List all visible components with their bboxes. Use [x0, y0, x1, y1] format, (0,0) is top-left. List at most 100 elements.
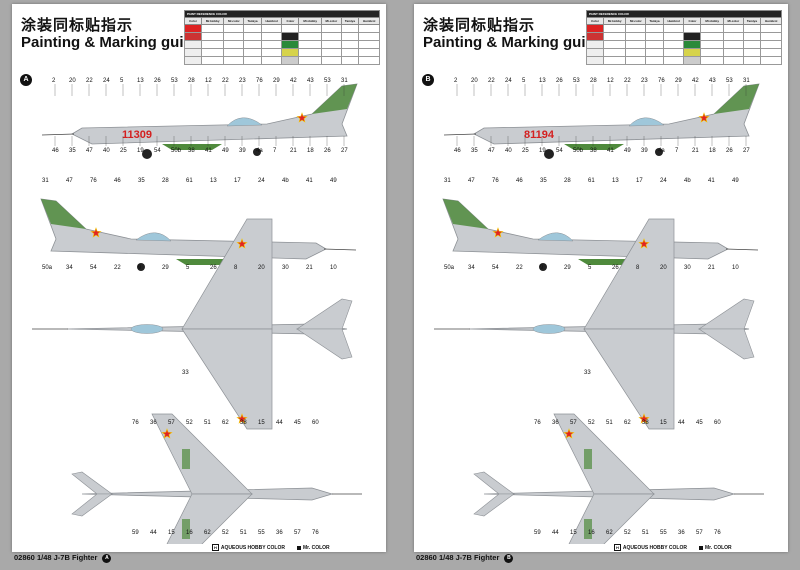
- callout-label: 22: [516, 265, 523, 271]
- table-cell: [358, 56, 380, 65]
- callout-label: 45: [294, 420, 301, 426]
- callout-label: 51: [240, 530, 247, 536]
- table-cell: [320, 56, 342, 65]
- callout-label: 76: [132, 420, 139, 426]
- top-stabilizer: [698, 298, 755, 330]
- table-row: [184, 40, 380, 49]
- legend-mr: Mr. COLOR: [302, 545, 330, 551]
- callout-label: 26: [154, 78, 161, 84]
- callout-label: 50b: [573, 148, 584, 154]
- callout-label: 41: [306, 178, 313, 184]
- tail-fin: [443, 199, 488, 229]
- footer-badge: A: [102, 553, 112, 563]
- side-profile: 11309: [41, 83, 358, 159]
- callout-label: 28: [564, 178, 571, 184]
- callout-label: 59: [132, 530, 139, 536]
- callout-label: 43: [709, 78, 716, 84]
- callout-label: 62: [624, 420, 631, 426]
- callout-label: 46: [114, 178, 121, 184]
- color-swatch: [281, 40, 300, 49]
- table-cell: [742, 32, 762, 41]
- color-swatch: [184, 24, 202, 33]
- callout-label: 20: [258, 265, 265, 271]
- table-header: Mr.color: [625, 17, 647, 25]
- table-cell: [243, 40, 262, 49]
- table-header: Mr.color: [223, 17, 245, 25]
- table-cell: [602, 32, 627, 41]
- callout-label: 21: [290, 148, 297, 154]
- callout-label: 19: [137, 148, 144, 154]
- pitot-probe: [725, 248, 759, 251]
- table-cell: [358, 40, 380, 49]
- callout-label: 76: [658, 78, 665, 84]
- callout-label: 5: [186, 265, 190, 271]
- callout-label: 30: [282, 265, 289, 271]
- star-insignia: [296, 112, 308, 123]
- callout-label: 5: [120, 78, 124, 84]
- callout-label: 60: [714, 420, 721, 426]
- table-cell: [625, 56, 647, 65]
- callout-label: 57: [168, 420, 175, 426]
- callout-label: 36: [678, 530, 685, 536]
- table-cell: [722, 56, 744, 65]
- table-cell: [243, 48, 262, 57]
- callout-label: 34: [468, 265, 475, 271]
- table-row: [184, 32, 380, 41]
- legend-aqueous: AQUEOUS HOBBY COLOR: [622, 545, 687, 551]
- callout-label: 25: [120, 148, 127, 154]
- callout-label: 29: [273, 78, 280, 84]
- callout-label: 42: [692, 78, 699, 84]
- callout-label: 18: [307, 148, 314, 154]
- table-cell: [223, 40, 245, 49]
- callout-label: 47: [86, 148, 93, 154]
- table-cell: [298, 40, 322, 49]
- table-row: [586, 24, 782, 33]
- table-header: Color: [281, 17, 300, 25]
- table-header: Tamiya: [645, 17, 664, 25]
- callout-label: 22: [86, 78, 93, 84]
- table-caption: PAINT REFERENCE COLOR: [184, 10, 380, 18]
- top-wing: [583, 218, 675, 330]
- table-row: [586, 32, 782, 41]
- callout-label: 12: [607, 78, 614, 84]
- callout-label: 27: [743, 148, 750, 154]
- table-cell: [742, 40, 762, 49]
- table-cell: [340, 40, 360, 49]
- table-cell: [358, 48, 380, 57]
- callout-label: 28: [188, 78, 195, 84]
- callout-label: 29: [162, 265, 169, 271]
- top-stabilizer: [296, 328, 353, 360]
- callout-label: 44: [678, 420, 685, 426]
- callout-label: 76: [90, 178, 97, 184]
- callout-label: 22: [624, 78, 631, 84]
- callout-label: 76: [534, 420, 541, 426]
- callout-label: 40: [103, 148, 110, 154]
- table-cell: [760, 56, 782, 65]
- table-cell: [602, 40, 627, 49]
- pitot-probe: [443, 133, 477, 136]
- callout-label: 35: [471, 148, 478, 154]
- color-swatch: [683, 40, 702, 49]
- table-cell: [645, 24, 664, 33]
- table-cell: [760, 48, 782, 57]
- table-header: Mr.color: [320, 17, 342, 25]
- table-cell: [298, 48, 322, 57]
- table-cell: [320, 48, 342, 57]
- bottom-panel: [182, 449, 190, 469]
- table-header: Humbrol: [260, 17, 283, 25]
- table-row: [184, 48, 380, 57]
- callout-label: 31: [444, 178, 451, 184]
- callout-label: 42: [290, 78, 297, 84]
- callout-label: 20: [69, 78, 76, 84]
- table-row: [586, 40, 782, 49]
- aircraft-profiles: 1130911309220222451326532812222376294243…: [32, 78, 362, 544]
- callout-label: 49: [330, 178, 337, 184]
- legend-aqueous: AQUEOUS HOBBY COLOR: [220, 545, 285, 551]
- callout-label: 76: [312, 530, 319, 536]
- serial-number: 81194: [524, 129, 555, 141]
- scheme-badge: B: [422, 74, 434, 86]
- table-cell: [645, 48, 664, 57]
- tail-fin: [714, 84, 759, 114]
- paint-reference-table: PAINT REFERENCE COLOR Color Mr.Hobby Mr.…: [586, 10, 782, 65]
- table-cell: [260, 40, 283, 49]
